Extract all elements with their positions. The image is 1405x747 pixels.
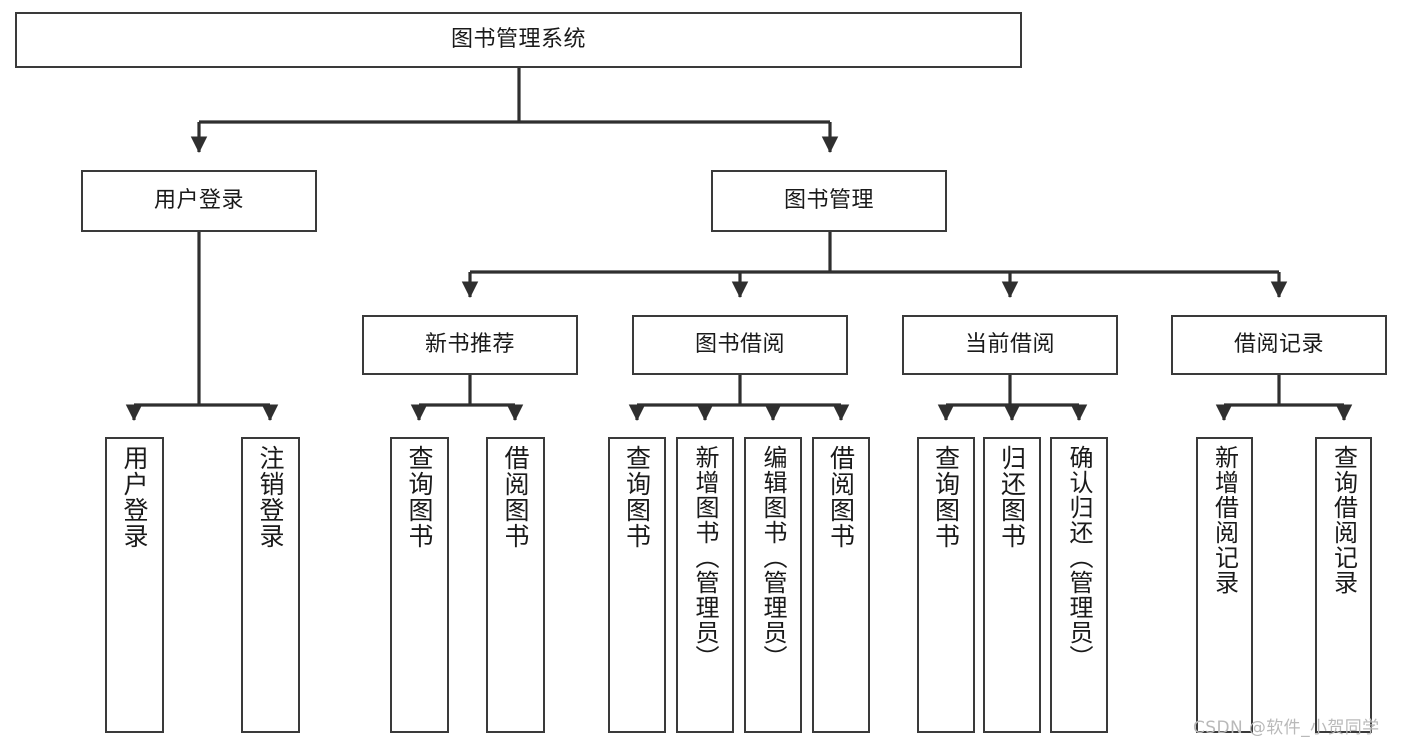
node-new-book-recommend[interactable]: 新书推荐	[362, 315, 578, 375]
node-leaf-user-login[interactable]: 用户登录	[105, 437, 164, 733]
node-root-label: 图书管理系统	[450, 27, 586, 53]
node-leaf-borrow-book-1-label: 借阅图书	[501, 445, 530, 549]
node-leaf-logout-login[interactable]: 注销登录	[241, 437, 300, 733]
node-current-borrow-label: 当前借阅	[964, 332, 1055, 358]
node-borrow-record[interactable]: 借阅记录	[1171, 315, 1387, 375]
node-leaf-query-record[interactable]: 查询借阅记录	[1315, 437, 1372, 733]
node-book-borrow[interactable]: 图书借阅	[632, 315, 848, 375]
node-leaf-borrow-book-1[interactable]: 借阅图书	[486, 437, 545, 733]
node-new-book-recommend-label: 新书推荐	[424, 332, 515, 358]
node-root[interactable]: 图书管理系统	[15, 12, 1022, 68]
node-leaf-edit-book[interactable]: 编辑图书（管理员）	[744, 437, 802, 733]
node-leaf-add-book-label: 新增图书（管理员）	[691, 445, 719, 670]
node-leaf-confirm-return-label: 确认归还（管理员）	[1065, 445, 1093, 670]
node-leaf-add-record[interactable]: 新增借阅记录	[1196, 437, 1253, 733]
node-leaf-logout-login-label: 注销登录	[256, 445, 285, 549]
node-leaf-query-book-2-label: 查询图书	[622, 445, 652, 549]
node-leaf-return-book-label: 归还图书	[997, 445, 1027, 549]
csdn-watermark: CSDN @软件_小贺同学	[1193, 718, 1380, 738]
node-current-borrow[interactable]: 当前借阅	[902, 315, 1118, 375]
node-leaf-query-book-3[interactable]: 查询图书	[917, 437, 975, 733]
node-leaf-query-book-1[interactable]: 查询图书	[390, 437, 449, 733]
node-leaf-query-record-label: 查询借阅记录	[1329, 445, 1358, 595]
node-book-manage[interactable]: 图书管理	[711, 170, 947, 232]
node-leaf-query-book-2[interactable]: 查询图书	[608, 437, 666, 733]
node-leaf-add-record-label: 新增借阅记录	[1210, 445, 1239, 595]
node-book-manage-label: 图书管理	[783, 188, 874, 214]
node-leaf-borrow-book-2-label: 借阅图书	[826, 445, 856, 549]
node-leaf-query-book-3-label: 查询图书	[931, 445, 961, 549]
node-leaf-edit-book-label: 编辑图书（管理员）	[759, 445, 787, 670]
node-user-login-label: 用户登录	[153, 188, 244, 214]
node-user-login[interactable]: 用户登录	[81, 170, 317, 232]
node-leaf-confirm-return[interactable]: 确认归还（管理员）	[1050, 437, 1108, 733]
node-book-borrow-label: 图书借阅	[694, 332, 785, 358]
node-leaf-return-book[interactable]: 归还图书	[983, 437, 1041, 733]
node-leaf-borrow-book-2[interactable]: 借阅图书	[812, 437, 870, 733]
node-borrow-record-label: 借阅记录	[1233, 332, 1324, 358]
node-leaf-add-book[interactable]: 新增图书（管理员）	[676, 437, 734, 733]
node-leaf-query-book-1-label: 查询图书	[405, 445, 434, 549]
node-leaf-user-login-label: 用户登录	[120, 445, 149, 549]
